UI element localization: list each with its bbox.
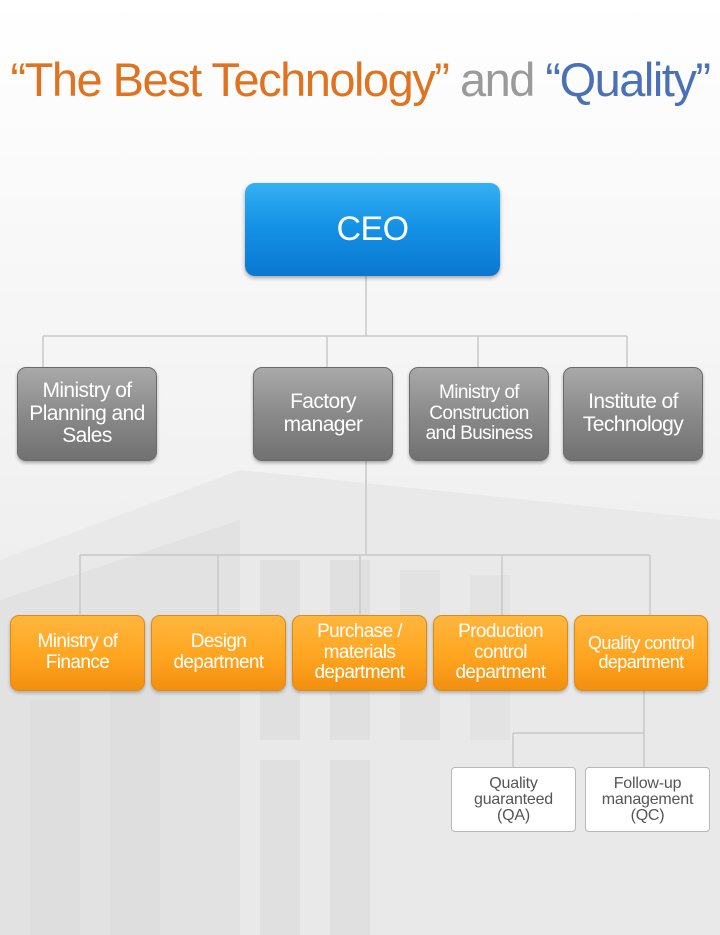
ministry-construction-business-box: Ministry of Construction and Business — [409, 367, 549, 461]
production-control-department-box: Production control department — [433, 615, 568, 691]
factory-manager-box: Factory manager — [253, 367, 393, 461]
institute-technology-box: Institute of Technology — [563, 367, 703, 461]
follow-up-management-qc-box: Follow-up management (QC) — [585, 767, 710, 832]
headline: “The Best Technology” and “Quality” — [0, 52, 720, 107]
quality-guaranteed-qa-box: Quality guaranteed (QA) — [451, 767, 576, 832]
ministry-planning-sales-box: Ministry of Planning and Sales — [17, 367, 157, 461]
purchase-materials-department-box: Purchase / materials department — [292, 615, 427, 691]
design-department-box: Design department — [151, 615, 286, 691]
ministry-finance-box: Ministry of Finance — [10, 615, 145, 691]
headline-and: and — [459, 53, 535, 106]
headline-best-technology: “The Best Technology” — [10, 53, 449, 106]
quality-control-department-box: Quality control department — [574, 615, 708, 691]
ceo-box: CEO — [245, 183, 500, 276]
headline-quality: “Quality” — [545, 53, 711, 106]
